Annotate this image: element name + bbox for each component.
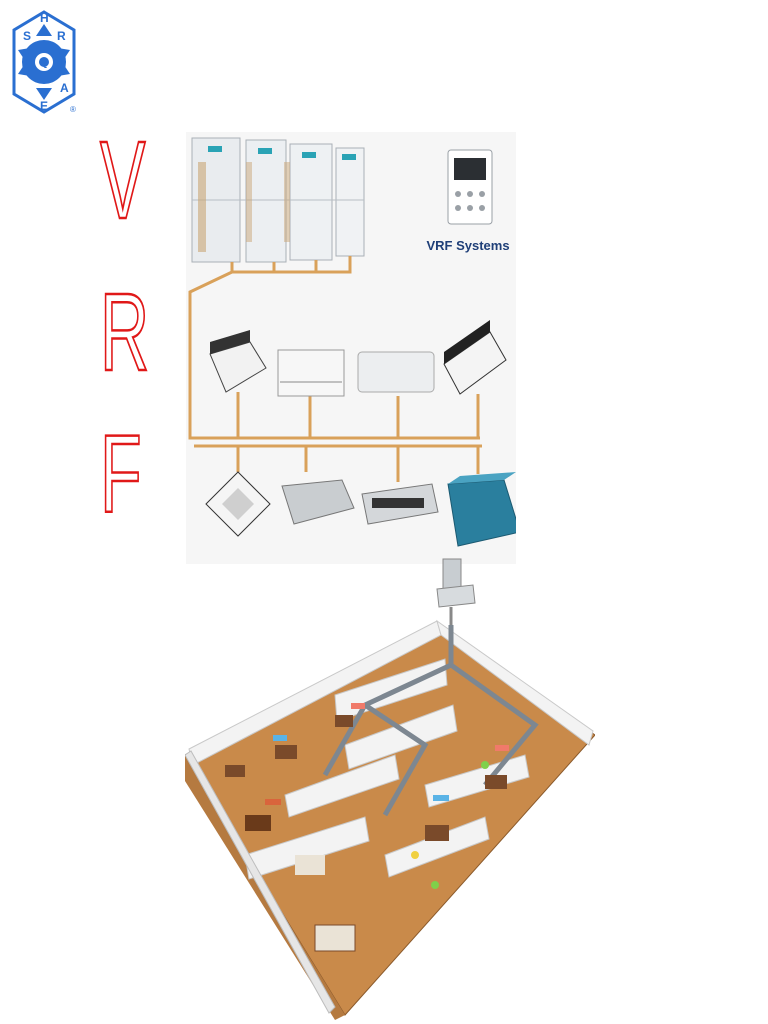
logo-registered-mark: ® (70, 105, 76, 114)
title-letter-r: R (99, 271, 150, 394)
logo-letter-h: H (40, 11, 49, 25)
rooftop-unit (436, 558, 476, 625)
logo-letter-r: R (57, 29, 66, 43)
interior-walls (188, 619, 594, 880)
logo-center-mark: Q (40, 58, 48, 69)
vrf-system-illustration: VRF Systems (188, 137, 521, 547)
outdoor-units (191, 137, 365, 263)
logo-letter-s: S (23, 29, 31, 43)
logo-letter-e: E (40, 99, 48, 113)
building-floorplan-illustration (185, 558, 595, 1020)
vrf-system-diagram: VRF Systems (186, 132, 521, 564)
indoor-air-outlets (265, 703, 509, 889)
ducts (322, 625, 539, 817)
refrigerant-pipes (188, 256, 482, 482)
title-letter-f: F (99, 413, 142, 536)
indoor-units-lower (205, 471, 521, 547)
wired-controller-icon (447, 149, 493, 225)
room-furniture (225, 715, 507, 952)
title-letter-v: V (99, 119, 146, 242)
vrf-systems-caption: VRF Systems (426, 238, 509, 253)
shrae-logo: S H R A E Q ® (12, 10, 76, 114)
indoor-units-upper (209, 320, 507, 397)
logo-letter-a: A (60, 81, 69, 95)
